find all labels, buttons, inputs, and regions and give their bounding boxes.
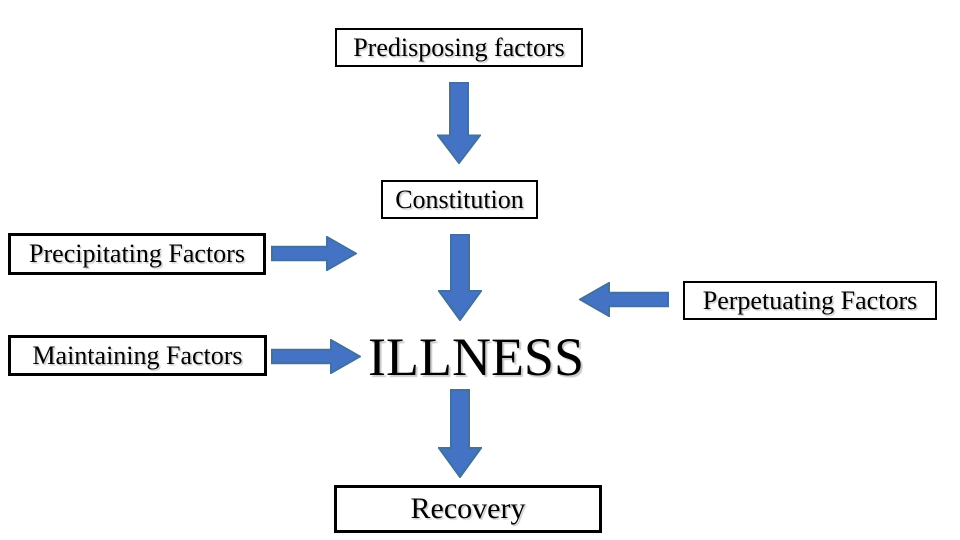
node-recovery: Recovery [334, 485, 602, 533]
node-maintaining-factors: Maintaining Factors [8, 335, 267, 376]
arrow-right-maintaining-to-illness-icon [271, 339, 361, 374]
arrow-down-constitution-to-illness-icon [438, 234, 482, 321]
node-predisposing-label: Predisposing factors [353, 32, 565, 62]
arrow-right-precipitating-to-illness-icon [271, 236, 357, 271]
node-precipitating-label: Precipitating Factors [29, 239, 245, 268]
node-maintaining-label: Maintaining Factors [32, 340, 243, 370]
node-recovery-label: Recovery [410, 492, 526, 525]
arrow-down-predisposing-to-constitution-icon [437, 82, 481, 164]
node-illness: ILLNESS [362, 326, 590, 388]
node-predisposing-factors: Predisposing factors [335, 28, 583, 67]
arrow-left-perpetuating-to-illness-icon [579, 282, 669, 317]
node-constitution-label: Constitution [395, 184, 524, 214]
node-constitution: Constitution [381, 180, 538, 219]
node-perpetuating-factors: Perpetuating Factors [683, 281, 937, 320]
node-perpetuating-label: Perpetuating Factors [702, 285, 918, 315]
node-precipitating-factors: Precipitating Factors [8, 233, 266, 275]
arrow-down-illness-to-recovery-icon [438, 389, 482, 478]
node-illness-label: ILLNESS [368, 327, 584, 387]
